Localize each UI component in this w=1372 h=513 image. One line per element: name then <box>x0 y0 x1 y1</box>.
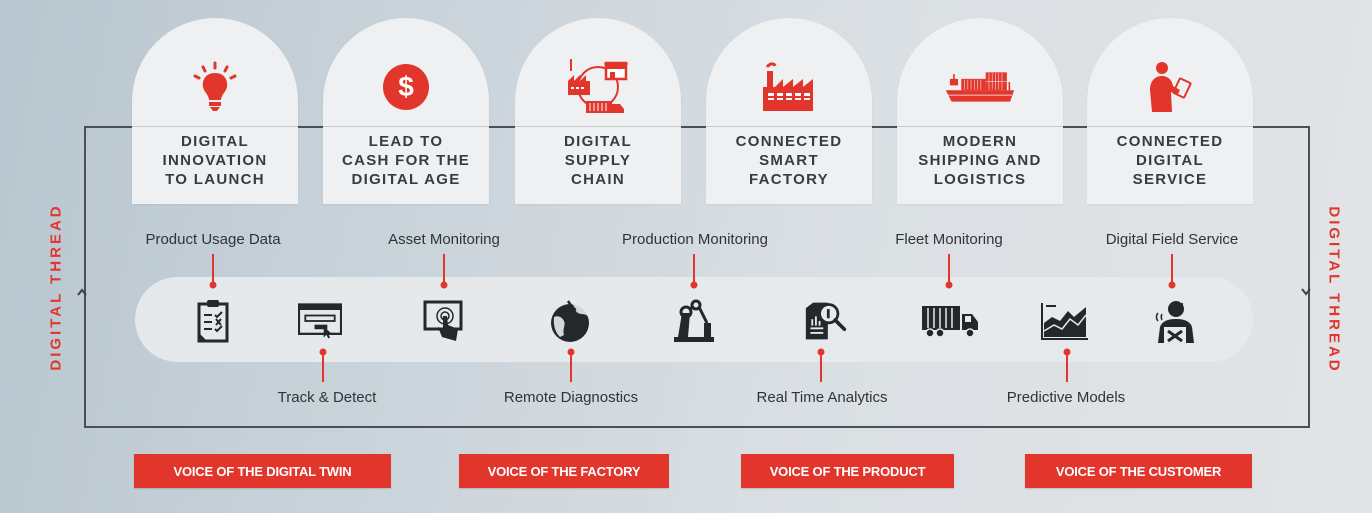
digital-thread-loop <box>84 126 1310 428</box>
voice-of-digital-twin-button[interactable]: VOICE OF THE DIGITAL TWIN <box>134 454 391 488</box>
pillar-divider <box>323 126 489 127</box>
pillar-title: MODERN SHIPPING AND LOGISTICS <box>918 133 1042 188</box>
connector-line <box>1066 352 1068 382</box>
cargo-ship-icon <box>945 58 1015 116</box>
pillar-divider <box>897 126 1063 127</box>
globe-icon <box>548 299 592 343</box>
pillar-title: CONNECTED DIGITAL SERVICE <box>1116 133 1224 188</box>
digital-thread-label-right: DIGITAL THREAD <box>1325 206 1343 374</box>
connector-dot <box>440 281 448 289</box>
pillar-connected-smart-factory: CONNECTED SMART FACTORY <box>706 18 872 204</box>
pillar-divider <box>706 126 872 127</box>
pillar-modern-shipping: MODERN SHIPPING AND LOGISTICS <box>897 18 1063 204</box>
digital-thread-label-left: DIGITAL THREAD <box>47 203 65 371</box>
pillar-digital-innovation: DIGITAL INNOVATION TO LAUNCH <box>132 18 298 204</box>
capability-label: Predictive Models <box>1006 389 1126 406</box>
connector-dot <box>209 281 217 289</box>
area-chart-icon <box>1040 299 1090 343</box>
robot-arm-icon <box>672 299 716 343</box>
capability-label: Asset Monitoring <box>388 231 500 248</box>
capability-label: Production Monitoring <box>622 231 768 248</box>
lightbulb-icon <box>180 58 250 116</box>
pillar-divider <box>1087 126 1253 127</box>
pillar-divider <box>132 126 298 127</box>
pillar-lead-to-cash: $ LEAD TO CASH FOR THE DIGITAL AGE <box>323 18 489 204</box>
voice-of-product-button[interactable]: VOICE OF THE PRODUCT <box>741 454 954 488</box>
clipboard-checklist-icon <box>191 299 235 343</box>
capability-label: Digital Field Service <box>1105 231 1239 248</box>
pillar-connected-digital-service: CONNECTED DIGITAL SERVICE <box>1087 18 1253 204</box>
supply-chain-cycle-icon <box>563 58 633 116</box>
voice-of-factory-button[interactable]: VOICE OF THE FACTORY <box>459 454 669 488</box>
technician-icon <box>1152 299 1196 343</box>
connector-line <box>212 254 214 284</box>
pillar-title: LEAD TO CASH FOR THE DIGITAL AGE <box>341 133 471 188</box>
pillar-title: DIGITAL INNOVATION TO LAUNCH <box>162 133 268 188</box>
connector-dot <box>1168 281 1176 289</box>
arrow-up-icon <box>77 288 87 296</box>
connector-line <box>322 352 324 382</box>
dollar-coin-icon: $ <box>371 58 441 116</box>
browser-click-icon <box>298 299 342 343</box>
person-tablet-icon <box>1135 58 1205 116</box>
capability-label: Product Usage Data <box>145 231 281 248</box>
capability-label: Track & Detect <box>277 389 377 406</box>
connector-line <box>820 352 822 382</box>
arrow-down-icon <box>1301 288 1311 296</box>
connector-line <box>443 254 445 284</box>
pillar-digital-supply-chain: DIGITAL SUPPLY CHAIN <box>515 18 681 204</box>
svg-text:$: $ <box>398 71 414 102</box>
pillar-title: CONNECTED SMART FACTORY <box>735 133 843 188</box>
pillar-title: DIGITAL SUPPLY CHAIN <box>564 133 632 188</box>
connector-dot <box>945 281 953 289</box>
capability-label: Fleet Monitoring <box>895 231 1003 248</box>
truck-icon <box>920 299 980 343</box>
capability-label: Real Time Analytics <box>756 389 888 406</box>
document-magnifier-icon <box>804 299 848 343</box>
tablet-touch-icon <box>422 299 466 343</box>
capability-label: Remote Diagnostics <box>503 389 639 406</box>
connector-line <box>570 352 572 382</box>
connector-line <box>948 254 950 284</box>
voice-of-customer-button[interactable]: VOICE OF THE CUSTOMER <box>1025 454 1252 488</box>
factory-icon <box>754 58 824 116</box>
connector-line <box>1171 254 1173 284</box>
connector-dot <box>690 281 698 289</box>
connector-line <box>693 254 695 284</box>
pillar-divider <box>515 126 681 127</box>
